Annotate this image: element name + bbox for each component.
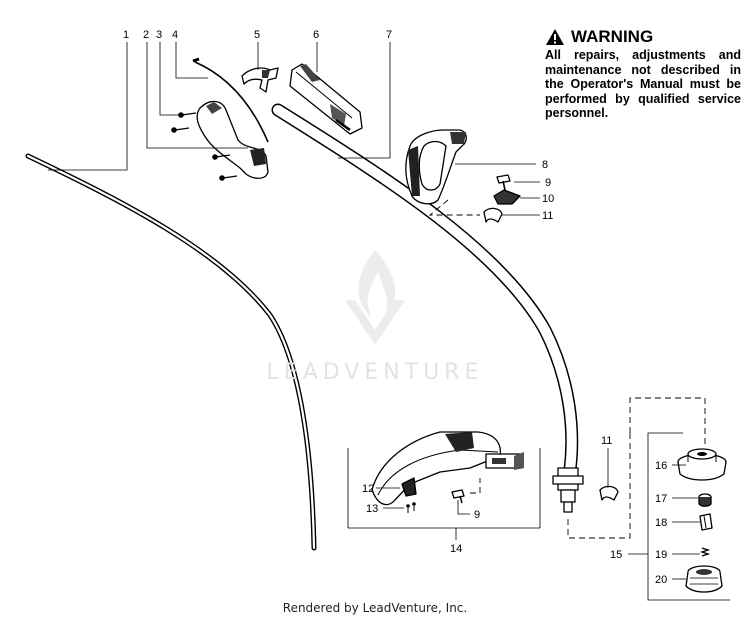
callout-16: 16 [655, 460, 667, 472]
callout-15: 15 [610, 549, 622, 561]
wing-nut-part-11 [483, 207, 503, 223]
callout-6: 6 [313, 29, 319, 41]
screws-part-13 [406, 502, 416, 513]
warning-title: WARNING [545, 27, 741, 47]
callout-20: 20 [655, 574, 667, 586]
clip-part-18 [699, 513, 713, 531]
leader-lines [48, 42, 730, 601]
callout-11-lower: 11 [601, 435, 612, 447]
callout-7: 7 [386, 29, 392, 41]
callout-numbers: 1 2 3 4 5 6 7 8 9 10 11 11 12 13 9 14 15… [123, 29, 667, 586]
spool-part-20 [685, 565, 723, 593]
callout-11: 11 [542, 210, 553, 222]
callout-9-lower: 9 [474, 509, 480, 521]
warning-body: All repairs, adjustments and maintenance… [545, 48, 741, 121]
callout-12: 12 [362, 483, 374, 495]
callout-10: 10 [542, 193, 554, 205]
line-cutter-blade-part-12 [401, 477, 417, 497]
nut-part-17 [698, 493, 712, 507]
callout-2: 2 [143, 29, 149, 41]
leadventure-flame-logo [345, 250, 405, 345]
callout-3: 3 [156, 29, 162, 41]
handle-housing-part-2 [196, 100, 269, 179]
trimmer-shield-part-14 [371, 431, 524, 506]
bolt-part-9-lower [451, 489, 465, 504]
callout-19: 19 [655, 549, 667, 561]
trimmer-head-housing-part-16 [677, 448, 727, 481]
wing-nut-part-11-lower [599, 485, 619, 501]
warning-title-text: WARNING [571, 27, 654, 46]
callout-5: 5 [254, 29, 260, 41]
assist-handle-part-8 [405, 129, 467, 205]
callout-18: 18 [655, 517, 667, 529]
warning-triangle-icon [546, 29, 564, 45]
drive-tube-part-7 [271, 103, 584, 513]
screws-part-3 [171, 112, 238, 181]
bolt-part-9 [496, 174, 511, 191]
callout-8: 8 [542, 159, 548, 171]
throttle-housing-part-6 [289, 63, 363, 135]
callout-1: 1 [123, 29, 129, 41]
spring-part-19 [699, 547, 711, 557]
throttle-cable-part-4 [192, 57, 269, 143]
warning-notice: WARNING All repairs, adjustments and mai… [545, 27, 741, 121]
callout-13: 13 [366, 503, 378, 515]
callout-4: 4 [172, 29, 178, 41]
throttle-trigger-part-5 [241, 67, 279, 93]
drive-shaft-part-1 [25, 153, 317, 551]
footer-credit: Rendered by LeadVenture, Inc. [282, 601, 468, 615]
callout-9: 9 [545, 177, 551, 189]
watermark-text: LEADVENTURE [266, 360, 484, 385]
bracket-part-10 [493, 189, 521, 205]
callout-14: 14 [450, 543, 462, 555]
callout-17: 17 [655, 493, 667, 505]
